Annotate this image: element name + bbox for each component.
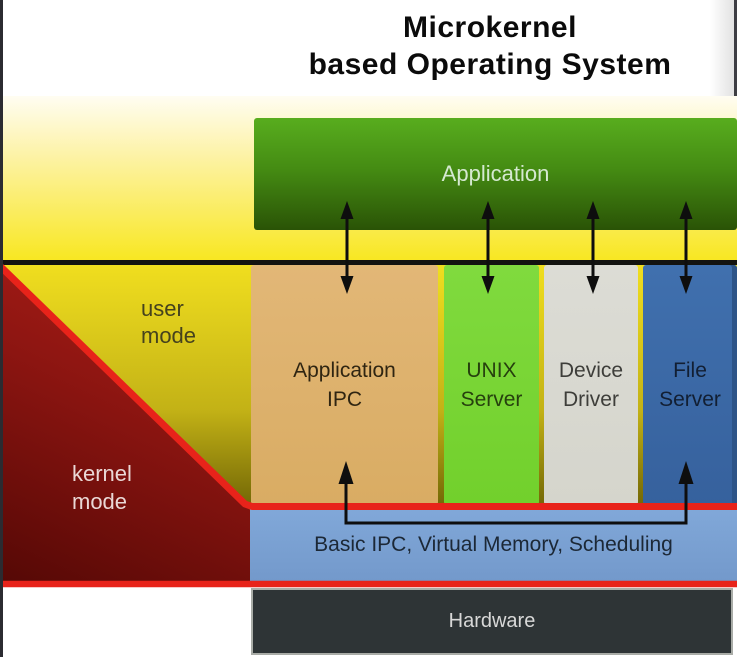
user-mode-label: user mode — [141, 296, 197, 348]
file-server-label: File Server — [659, 359, 721, 411]
page-right-border — [734, 0, 737, 96]
application-box: Application — [254, 118, 737, 230]
arrow-basic-ipc-bracket — [338, 461, 694, 525]
page-right-shadow — [710, 0, 734, 96]
title-line1: Microkernel — [403, 11, 577, 44]
diagram-title: Microkernel based Operating System — [250, 9, 730, 83]
basic-ipc-box: Basic IPC, Virtual Memory, Scheduling — [250, 508, 737, 581]
device-driver-box: Device Driver — [544, 265, 638, 505]
application-ipc-box: Application IPC — [251, 265, 438, 505]
application-ipc-label: Application IPC — [293, 359, 396, 411]
arrow-application-ipc — [340, 201, 354, 294]
user-kernel-divider-line — [0, 260, 737, 265]
kernel-mode-label: kernel mode — [72, 461, 132, 514]
unix-server-label: UNIX Server — [460, 359, 523, 411]
arrow-application-device-driver — [586, 201, 600, 294]
arrow-application-file-server — [679, 201, 693, 294]
kernel-boundary-diagonal-line — [0, 263, 737, 510]
hardware-box: Hardware — [251, 588, 733, 655]
device-driver-label: Device Driver — [558, 359, 624, 411]
application-label: Application — [441, 161, 550, 186]
file-server-box: File Server — [643, 265, 737, 505]
hardware-label: Hardware — [448, 610, 536, 632]
title-line2: based Operating System — [308, 48, 672, 81]
basic-ipc-label: Basic IPC, Virtual Memory, Scheduling — [314, 532, 673, 556]
page-left-border — [0, 0, 3, 657]
unix-server-box: UNIX Server — [444, 265, 539, 505]
arrow-application-unix-server — [481, 201, 495, 294]
